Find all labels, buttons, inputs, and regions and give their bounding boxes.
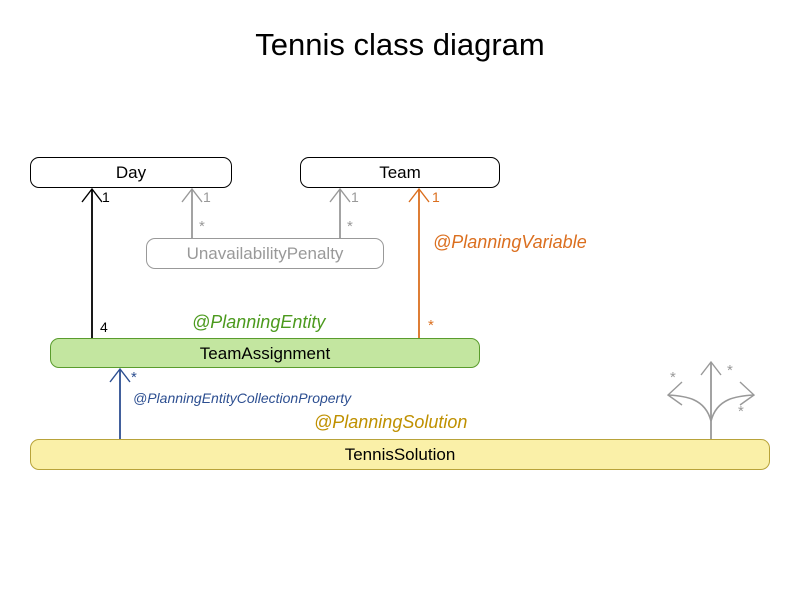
multiplicity-team-penalty-one: 1 [351, 189, 359, 205]
edge-arrowhead [81, 187, 103, 203]
class-node-unavailability-penalty[interactable]: UnavailabilityPenalty [146, 238, 384, 269]
branch-line-right [710, 394, 755, 422]
class-node-tennis-solution[interactable]: TennisSolution [30, 439, 770, 470]
class-node-label: TennisSolution [344, 445, 456, 464]
annotation-planning-variable: @PlanningVariable [433, 232, 587, 252]
multiplicity-team-assignment-team-one: 1 [432, 189, 440, 205]
edge-solution-branch-connector [666, 360, 756, 439]
edge-unavailability-penalty-to-team [329, 187, 351, 238]
edge-unavailability-penalty-to-day [181, 187, 203, 238]
multiplicity-day-team-assignment-one: 1 [102, 189, 110, 205]
branch-line-left [667, 394, 712, 422]
class-node-day[interactable]: Day [30, 157, 232, 188]
page-title: Tennis class diagram [255, 27, 545, 62]
multiplicity-day-penalty-one: 1 [203, 189, 211, 205]
annotation-planning-entity: @PlanningEntity [192, 312, 326, 332]
class-node-label: UnavailabilityPenalty [186, 244, 344, 263]
multiplicity-solution-branch-right-star: * [738, 403, 744, 420]
edge-arrowhead [408, 187, 430, 203]
branch-arrowhead-up [700, 360, 722, 376]
annotation-planning-entity-collection-property: @PlanningEntityCollectionProperty [133, 390, 352, 406]
edge-arrowhead [109, 367, 131, 383]
class-node-team[interactable]: Team [300, 157, 500, 188]
branch-arrowhead-left [666, 381, 683, 406]
edge-tennis-solution-to-team-assignment [109, 367, 131, 439]
class-node-label: TeamAssignment [199, 343, 331, 363]
branch-arrowhead-right [739, 381, 756, 406]
multiplicity-solution-branch-left-star: * [670, 369, 676, 386]
class-node-label: Day [115, 163, 147, 182]
multiplicity-day-penalty-star: * [199, 218, 205, 235]
annotation-planning-solution: @PlanningSolution [314, 412, 468, 432]
multiplicity-team-penalty-star: * [347, 218, 353, 235]
multiplicity-solution-branch-up-star: * [727, 362, 733, 379]
multiplicity-team-assignment-team-star: * [428, 317, 434, 334]
multiplicity-solution-team-assignment-star: * [131, 369, 137, 386]
edge-team-assignment-to-day [81, 187, 103, 338]
edge-team-assignment-to-team [408, 187, 430, 338]
edge-arrowhead [181, 187, 203, 203]
class-node-label: Team [379, 163, 421, 182]
multiplicity-day-team-assignment-four: 4 [100, 319, 108, 335]
class-node-team-assignment[interactable]: TeamAssignment [50, 338, 480, 368]
edge-arrowhead [329, 187, 351, 203]
